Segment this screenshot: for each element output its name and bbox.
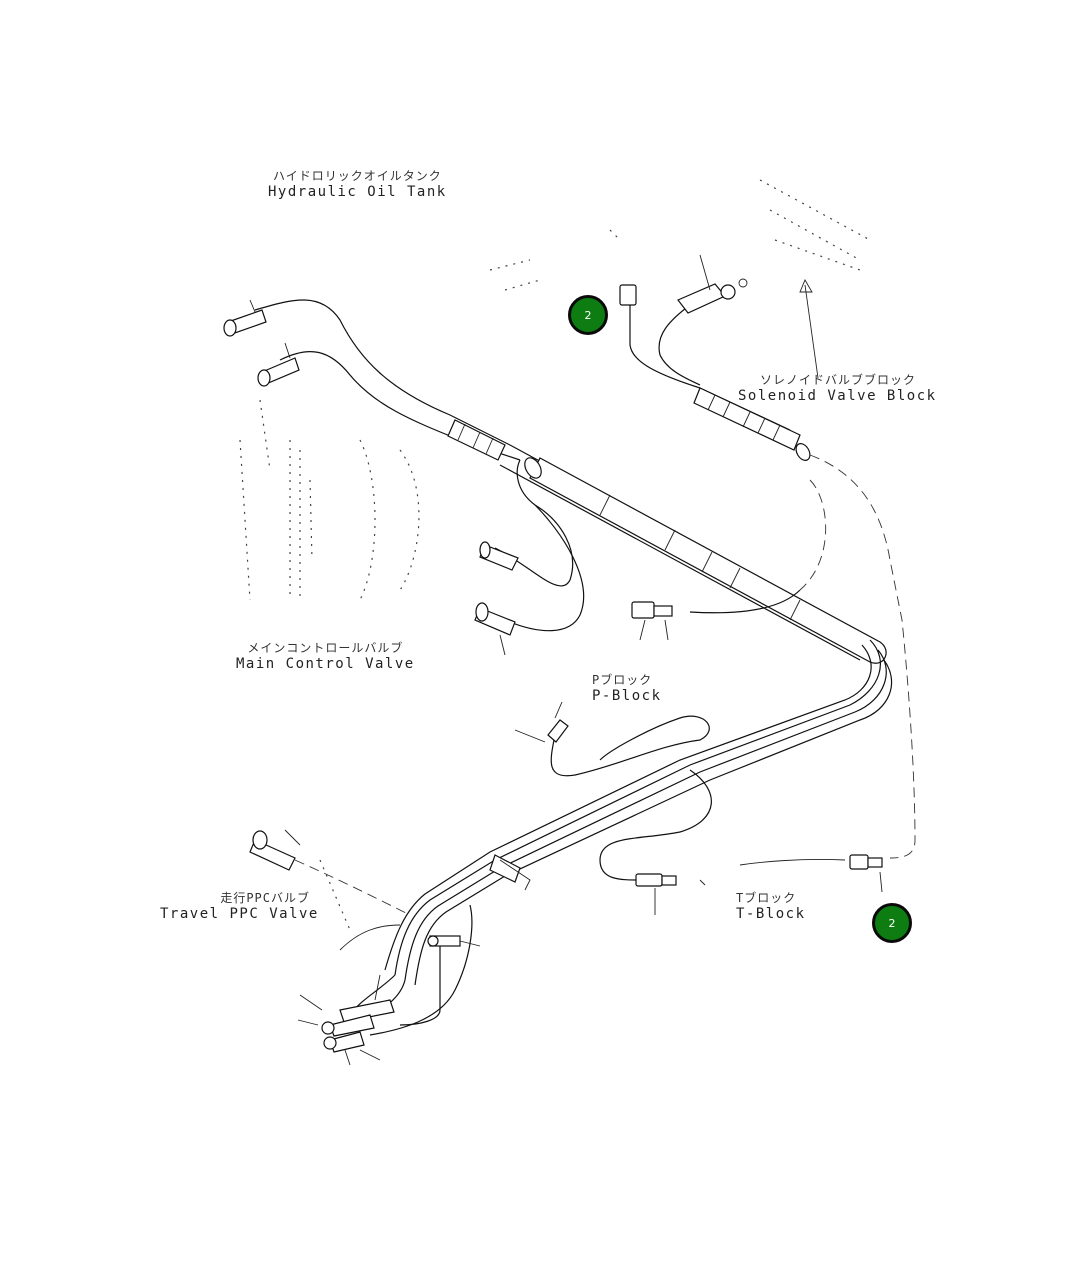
t-block-fitting xyxy=(599,769,883,915)
travel-ppc-fittings xyxy=(249,829,481,1066)
tank-to-bundle-hoses xyxy=(254,299,521,461)
solenoid-valve-block-label: ソレノイドバルブブロック Solenoid Valve Block xyxy=(738,372,937,404)
t-block-label-jp: Tブロック xyxy=(736,891,797,905)
hydraulic-oil-tank-label: ハイドロリックオイルタンク Hydraulic Oil Tank xyxy=(268,168,447,200)
t-block-label-en: T-Block xyxy=(736,906,806,922)
return-line-right xyxy=(799,454,916,859)
solenoid-valve-block-label-en: Solenoid Valve Block xyxy=(738,388,937,404)
lower-hose-bundle xyxy=(384,639,893,986)
p-block-label-en: P-Block xyxy=(592,688,662,704)
tank-fittings xyxy=(223,299,300,387)
p-block-label: Pブロック P-Block xyxy=(592,672,662,704)
mcv-fittings xyxy=(474,459,585,656)
travel-ppc-valve-label-en: Travel PPC Valve xyxy=(160,906,319,922)
p-block-fitting xyxy=(631,589,801,641)
callout-marker-1[interactable]: 2 xyxy=(568,295,608,335)
main-control-valve-label: メインコントロールバルブ Main Control Valve xyxy=(236,640,415,672)
callout-marker-2[interactable]: 2 xyxy=(872,903,912,943)
solenoid-valve-block-label-jp: ソレノイドバルブブロック xyxy=(759,373,916,387)
p-block-label-jp: Pブロック xyxy=(592,673,653,687)
travel-ppc-valve-label-jp: 走行PPCバルブ xyxy=(220,891,310,905)
main-control-valve-label-en: Main Control Valve xyxy=(236,656,415,672)
main-control-valve-label-jp: メインコントロールバルブ xyxy=(247,641,404,655)
hydraulic-oil-tank-label-en: Hydraulic Oil Tank xyxy=(268,184,447,200)
travel-ppc-valve-label: 走行PPCバルブ Travel PPC Valve xyxy=(160,890,319,922)
t-block-label: Tブロック T-Block xyxy=(736,890,806,922)
solenoid-hose xyxy=(619,254,819,461)
main-hose-bundle xyxy=(447,419,887,664)
faint-detail-marks xyxy=(239,179,871,931)
hydraulic-oil-tank-label-jp: ハイドロリックオイルタンク xyxy=(272,169,442,183)
loop-hose-center xyxy=(514,701,710,777)
